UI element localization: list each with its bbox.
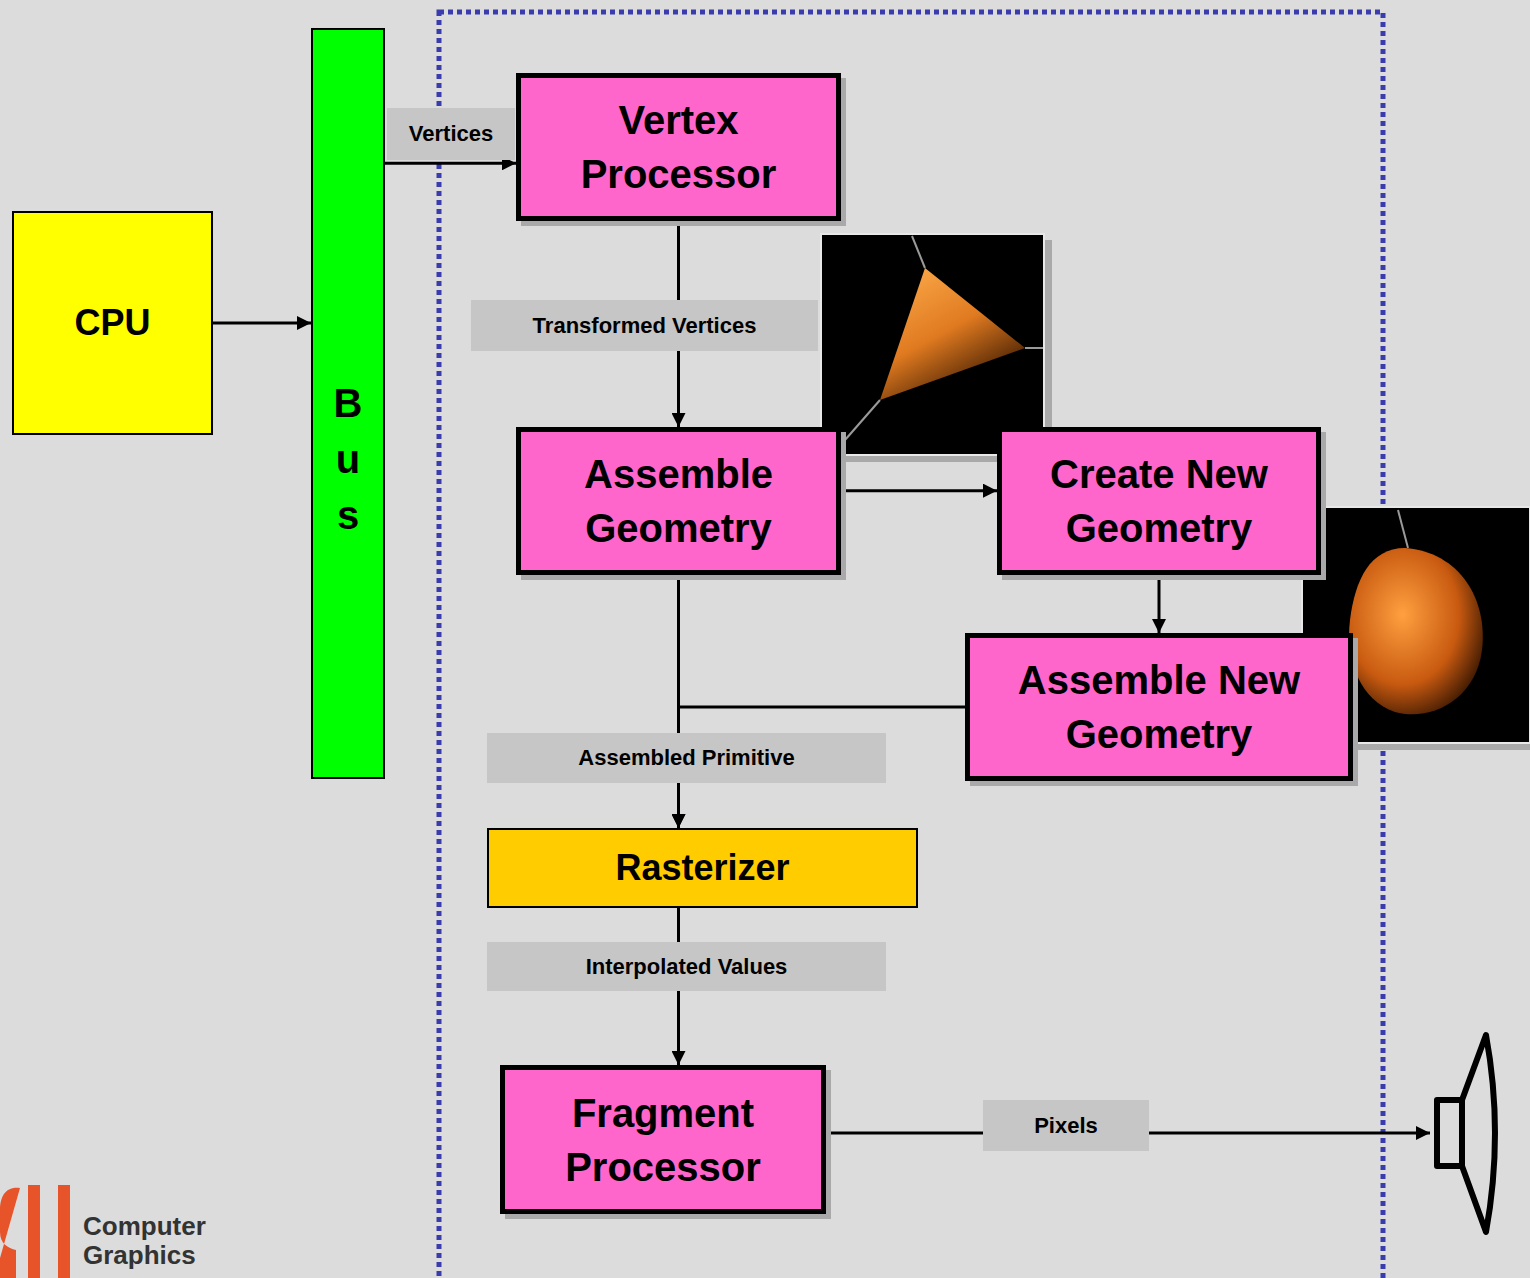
flow-arrow	[841, 489, 997, 492]
process-box: Assemble Geometry	[516, 427, 841, 575]
gpu-boundary	[439, 12, 1383, 1278]
flow-arrow	[677, 575, 680, 828]
rasterizer-box: Rasterizer	[487, 828, 918, 908]
process-box: Fragment Processor	[500, 1065, 826, 1214]
node-text: Assemble Geometry	[521, 447, 836, 555]
image-frame	[821, 234, 1044, 455]
university-logo	[0, 1185, 70, 1278]
axis-line	[912, 236, 925, 268]
edge-label: Interpolated Values	[487, 942, 886, 991]
display-base	[1437, 1100, 1462, 1166]
axis-line	[1398, 510, 1408, 548]
process-box: Create New Geometry	[997, 427, 1321, 575]
signal-label: Pixels	[983, 1100, 1149, 1151]
cpu-box: CPU	[12, 211, 213, 435]
logo-letter	[0, 1188, 20, 1278]
edge-label: Assembled Primitive	[487, 733, 886, 783]
axis-line	[1025, 347, 1043, 349]
triangle-surface	[880, 268, 1025, 400]
flow-arrow	[213, 322, 311, 325]
logo-caption: Computer Graphics	[83, 1212, 223, 1269]
node-text: Assemble New Geometry	[970, 653, 1348, 761]
node-text: Fragment Processor	[505, 1086, 821, 1194]
flow-arrow	[385, 162, 516, 165]
flow-arrow	[1158, 575, 1161, 633]
logo-letter	[28, 1185, 40, 1278]
bus-bar: Bus	[311, 28, 385, 779]
process-box: Assemble New Geometry	[965, 633, 1353, 781]
edge-label: Vertices	[387, 108, 515, 160]
node-text: Rasterizer	[615, 847, 789, 889]
node-text: Vertex Processor	[521, 93, 836, 201]
logo-letter	[58, 1185, 70, 1278]
edge-label: Transformed Vertices	[471, 300, 818, 351]
node-text: Create New Geometry	[1002, 447, 1316, 555]
axis-line	[845, 400, 880, 440]
display-symbol	[1437, 1035, 1495, 1232]
node-text: Bus	[332, 375, 364, 543]
display-screen	[1462, 1035, 1495, 1232]
process-box: Vertex Processor	[516, 73, 841, 221]
sphere-surface	[1349, 548, 1483, 714]
node-text: CPU	[74, 302, 150, 344]
